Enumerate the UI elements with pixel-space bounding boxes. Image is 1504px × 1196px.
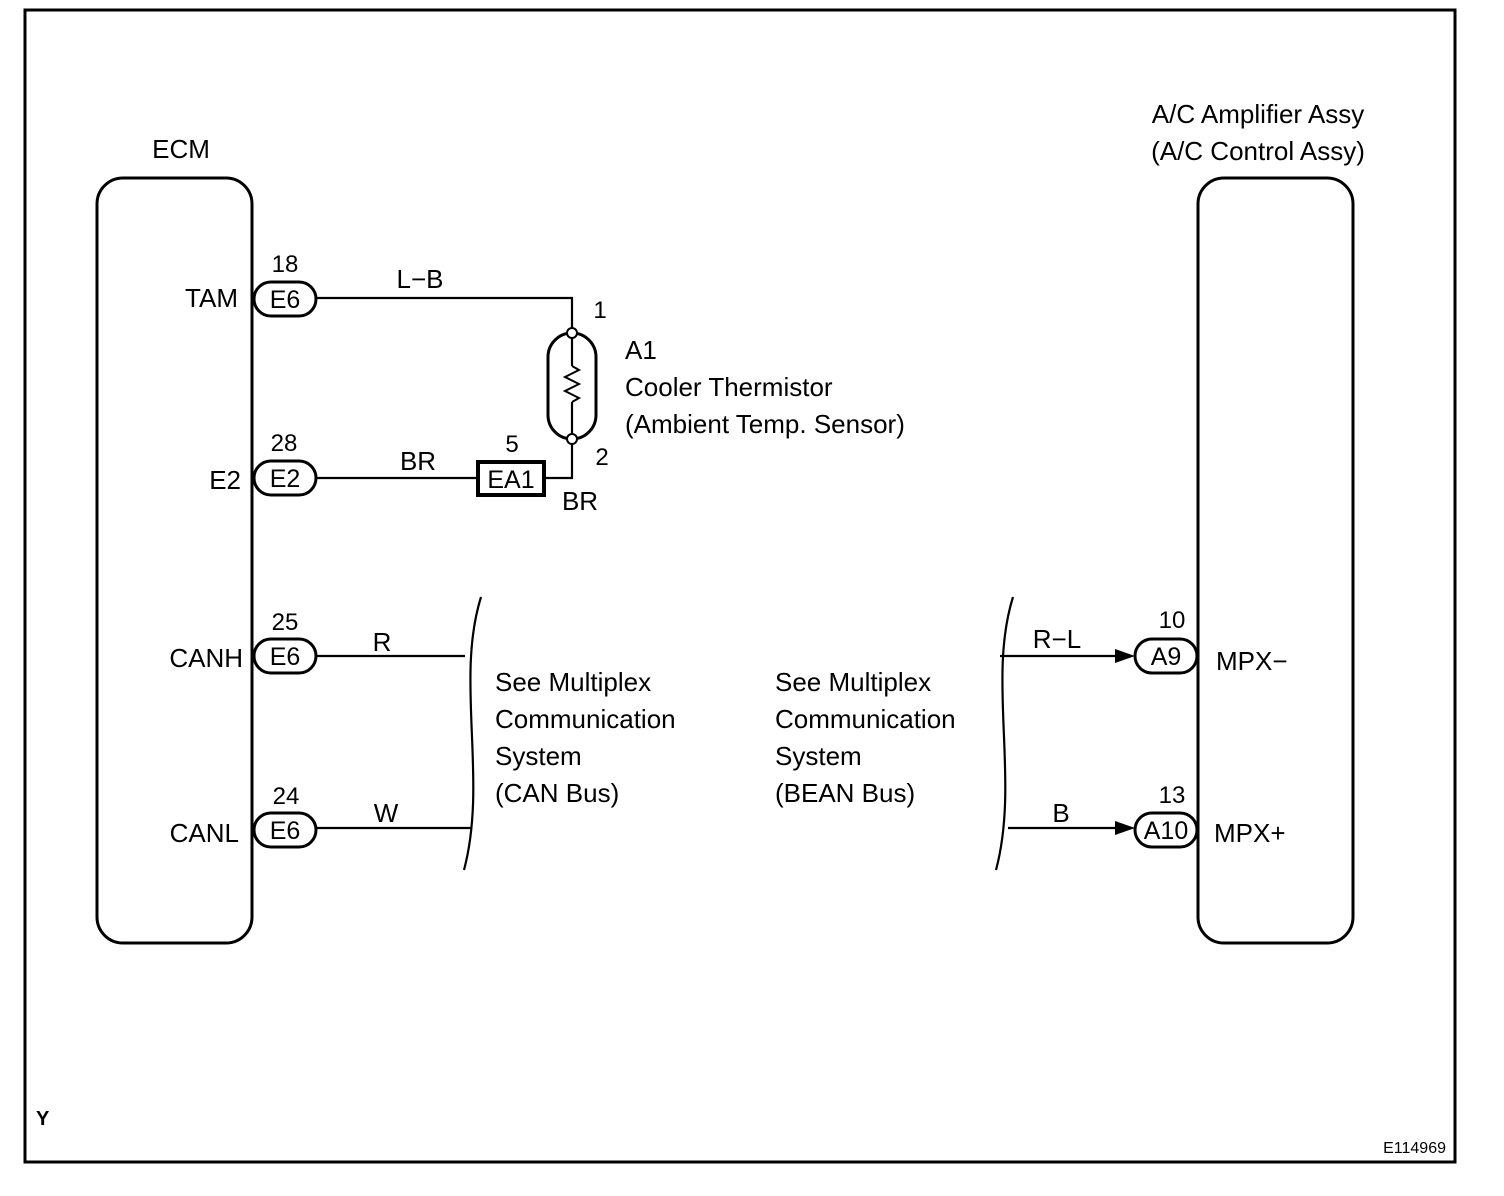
sensor-pin-top: 1 bbox=[593, 297, 606, 324]
pin-number-tam: 18 bbox=[272, 251, 299, 278]
thermistor-pin-1 bbox=[566, 327, 578, 339]
figure-id: E114969 bbox=[1383, 1140, 1446, 1157]
ac-amplifier-body bbox=[1196, 176, 1355, 945]
ecm-body bbox=[95, 176, 254, 945]
pin-number-canl: 24 bbox=[273, 783, 300, 810]
wire-sensor-bottom bbox=[544, 439, 574, 480]
wire-color-mpx-minus: R−L bbox=[1033, 624, 1081, 654]
ac-amplifier-title: A/C Amplifier Assy bbox=[1152, 99, 1364, 129]
terminal-label-canh: CANH bbox=[169, 643, 243, 673]
wire-color-canl: W bbox=[374, 798, 399, 828]
thermistor-pin-2 bbox=[566, 433, 578, 445]
terminal-label-mpx-minus: MPX− bbox=[1216, 646, 1288, 676]
wire-color-canh: R bbox=[373, 627, 392, 657]
wire-color-sensor-bottom: BR bbox=[562, 486, 598, 516]
pin-number-e2: 28 bbox=[271, 430, 298, 457]
bean-note-line-2: Communication bbox=[775, 704, 956, 734]
corner-label: Y bbox=[36, 1108, 50, 1130]
connector-label-e2: E2 bbox=[270, 465, 301, 493]
can-bus-break-mark bbox=[462, 596, 483, 871]
junction-connector-label: EA1 bbox=[487, 466, 534, 494]
ac-amplifier-subtitle: (A/C Control Assy) bbox=[1151, 136, 1365, 166]
sensor-name: Cooler Thermistor bbox=[625, 372, 833, 402]
bean-note-line-4: (BEAN Bus) bbox=[775, 778, 915, 808]
can-note-line-2: Communication bbox=[495, 704, 676, 734]
wire-tam bbox=[316, 296, 574, 333]
bean-note-line-3: System bbox=[775, 741, 862, 771]
terminal-label-canl: CANL bbox=[170, 818, 239, 848]
pin-number-canh: 25 bbox=[272, 609, 299, 636]
can-note-line-3: System bbox=[495, 741, 582, 771]
connector-label-mpx-plus: A10 bbox=[1144, 817, 1188, 845]
sensor-id: A1 bbox=[625, 335, 657, 365]
wire-color-e2: BR bbox=[400, 446, 436, 476]
connector-label-canh: E6 bbox=[270, 643, 301, 671]
arrow-mpx-plus bbox=[1115, 821, 1135, 835]
ac-amplifier-block: A/C Amplifier Assy (A/C Control Assy) bbox=[1151, 99, 1365, 945]
terminal-label-tam: TAM bbox=[185, 283, 238, 313]
terminal-label-e2: E2 bbox=[209, 465, 241, 495]
junction-connector-ea1 bbox=[476, 460, 546, 497]
sensor-subtitle: (Ambient Temp. Sensor) bbox=[625, 409, 905, 439]
sensor-pin-bottom: 2 bbox=[595, 444, 608, 471]
diagram-frame bbox=[23, 8, 1457, 1164]
bean-note-line-1: See Multiplex bbox=[775, 667, 931, 697]
junction-pin-number: 5 bbox=[505, 431, 518, 458]
connector-label-mpx-minus: A9 bbox=[1151, 643, 1182, 671]
ecm-title: ECM bbox=[152, 134, 210, 164]
connector-label-tam: E6 bbox=[270, 286, 301, 314]
wire-color-tam: L−B bbox=[397, 264, 444, 294]
resistor-symbol bbox=[562, 365, 582, 403]
arrow-mpx-minus bbox=[1115, 649, 1135, 663]
bean-bus-break-mark bbox=[994, 596, 1015, 871]
wire-color-mpx-plus: B bbox=[1052, 798, 1069, 828]
pin-number-mpx-plus: 13 bbox=[1159, 782, 1186, 809]
can-note-line-4: (CAN Bus) bbox=[495, 778, 619, 808]
connector-canl bbox=[252, 811, 318, 849]
terminal-label-mpx-plus: MPX+ bbox=[1214, 818, 1286, 848]
can-note-line-1: See Multiplex bbox=[495, 667, 651, 697]
pin-number-mpx-minus: 10 bbox=[1159, 607, 1186, 634]
connector-label-canl: E6 bbox=[270, 817, 301, 845]
cooler-thermistor bbox=[546, 327, 598, 445]
ecm-block: ECM bbox=[95, 134, 254, 945]
